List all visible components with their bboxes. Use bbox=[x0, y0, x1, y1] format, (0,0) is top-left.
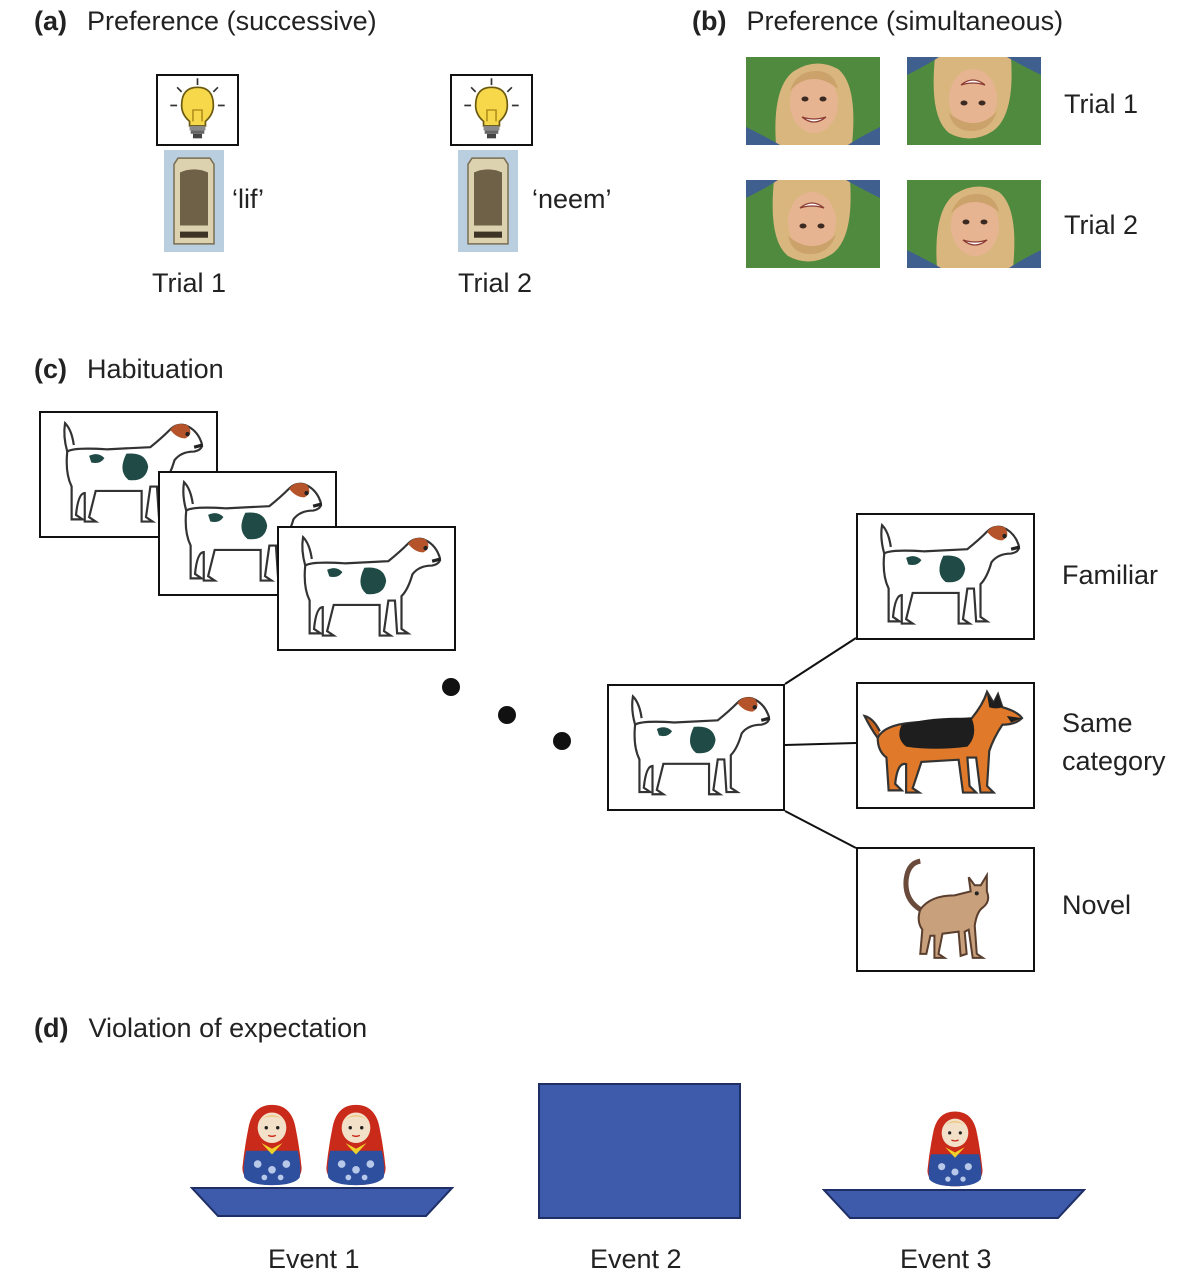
speaker-icon bbox=[458, 150, 518, 252]
familiar-label: Familiar bbox=[1062, 560, 1159, 590]
familiar-dog-card bbox=[856, 513, 1035, 640]
lightbulb-icon bbox=[452, 76, 531, 144]
tray-shape bbox=[822, 1189, 1086, 1219]
habituation-dog-card bbox=[277, 526, 456, 651]
speaker-icon bbox=[164, 150, 224, 252]
trial-1-label-a: Trial 1 bbox=[152, 268, 227, 298]
ellipsis-dot bbox=[498, 706, 516, 724]
same-category-label-line1: Same bbox=[1062, 708, 1133, 738]
ellipsis-dot bbox=[553, 732, 571, 750]
trial-1-label-b: Trial 1 bbox=[1064, 89, 1139, 119]
event-1-label: Event 1 bbox=[268, 1244, 360, 1274]
face-inverted-image bbox=[907, 57, 1041, 145]
doll-icon bbox=[322, 1101, 390, 1187]
occluder-screen bbox=[538, 1083, 741, 1219]
panel-a-title: (a) Preference (successive) bbox=[34, 6, 377, 37]
face-upright-image bbox=[746, 57, 880, 145]
panel-c-title: (c) Habituation bbox=[34, 354, 224, 385]
tray-shape bbox=[190, 1187, 454, 1217]
same-category-label-line2: category bbox=[1062, 746, 1166, 776]
doll-icon bbox=[922, 1108, 988, 1188]
panel-d-letter: (d) bbox=[34, 1013, 69, 1043]
panel-c-title-text: Habituation bbox=[87, 354, 224, 384]
lightbulb-icon bbox=[158, 76, 237, 144]
panel-b-letter: (b) bbox=[692, 6, 727, 36]
lightbulb-frame-trial-1 bbox=[156, 74, 239, 146]
same-category-dog-card bbox=[856, 682, 1035, 809]
trial-2-label-b: Trial 2 bbox=[1064, 210, 1139, 240]
trial-2-label-a: Trial 2 bbox=[458, 268, 533, 298]
novel-label: Novel bbox=[1062, 890, 1132, 920]
panel-d-title: (d) Violation of expectation bbox=[34, 1013, 367, 1044]
panel-d-title-text: Violation of expectation bbox=[88, 1013, 368, 1043]
ellipsis-dot bbox=[442, 678, 460, 696]
panel-a-letter: (a) bbox=[34, 6, 67, 36]
panel-a-title-text: Preference (successive) bbox=[87, 6, 377, 36]
face-inverted-image bbox=[746, 180, 880, 268]
final-habituation-dog-card bbox=[607, 684, 785, 811]
panel-c-letter: (c) bbox=[34, 354, 67, 384]
novel-cat-card bbox=[856, 847, 1035, 972]
doll-icon bbox=[238, 1101, 306, 1187]
word-lif: ‘lif’ bbox=[232, 184, 264, 214]
event-3-label: Event 3 bbox=[900, 1244, 992, 1274]
word-neem: ‘neem’ bbox=[532, 184, 612, 214]
panel-b-title-text: Preference (simultaneous) bbox=[746, 6, 1064, 36]
face-upright-image bbox=[907, 180, 1041, 268]
lightbulb-frame-trial-2 bbox=[450, 74, 533, 146]
event-2-label: Event 2 bbox=[590, 1244, 682, 1274]
panel-b-title: (b) Preference (simultaneous) bbox=[692, 6, 1063, 37]
